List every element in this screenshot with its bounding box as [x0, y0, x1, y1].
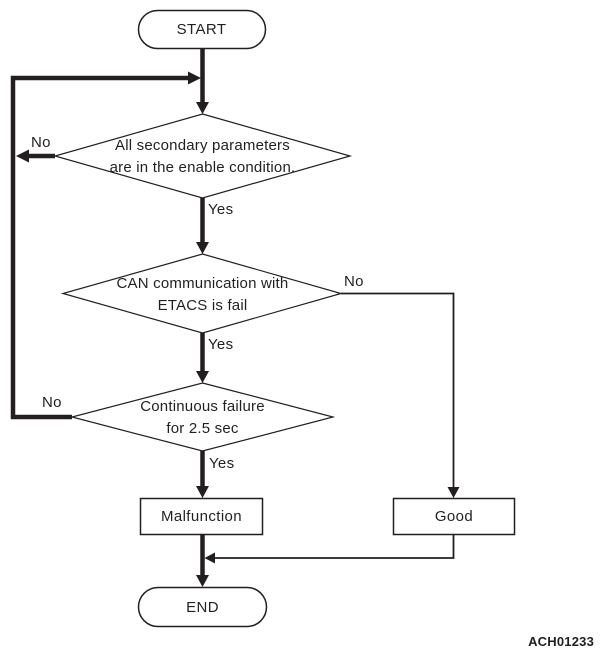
end-node-shape — [137, 586, 268, 628]
arrowhead-into-decision1 — [196, 102, 209, 114]
good-label: Good — [434, 508, 474, 525]
arrowhead-into-end — [196, 575, 209, 587]
decision-secondary-line2: are in the enable condition. — [109, 158, 296, 176]
arrowhead-into-malfunction — [196, 486, 209, 498]
start-label: START — [176, 20, 227, 38]
branch-label-no-decision2: No — [344, 273, 364, 290]
decision-can-line1: CAN communication with — [116, 275, 289, 292]
malfunction-node-shape — [139, 497, 264, 536]
decision-can-text: CAN communication with ETACS is fail — [57, 273, 348, 316]
good-node-shape — [392, 497, 516, 536]
good-to-end-junction-line — [214, 535, 455, 559]
decision-continuous-text: Continuous failure for 2.5 sec — [57, 396, 348, 439]
start-node-shape — [137, 9, 267, 50]
arrow-no-decision2-line — [341, 292, 455, 488]
arrowhead-good-junction-left — [204, 552, 215, 564]
decision-secondary-text: All secondary parameters are in the enab… — [57, 135, 348, 178]
branch-label-yes-decision1: Yes — [208, 201, 234, 218]
branch-label-no-decision1: No — [31, 134, 51, 151]
arrowhead-into-decision3 — [196, 371, 209, 383]
decision-continuous-line2: for 2.5 sec — [166, 419, 239, 437]
decision-secondary-shape — [52, 113, 353, 199]
arrowhead-no1-left — [16, 149, 29, 163]
branch-label-no-decision3: No — [42, 394, 62, 411]
branch-label-yes-decision2: Yes — [208, 336, 234, 353]
arrowhead-into-decision2 — [196, 242, 209, 254]
decision-continuous-shape — [69, 382, 336, 452]
malfunction-label: Malfunction — [160, 508, 243, 525]
decision-can-shape — [60, 253, 344, 334]
end-label: END — [186, 598, 219, 616]
decision-continuous-line1: Continuous failure — [140, 398, 265, 415]
decision-can-line2: ETACS is fail — [157, 296, 248, 314]
branch-label-yes-decision3: Yes — [209, 455, 235, 472]
arrowhead-feedback-right — [188, 71, 201, 85]
figure-code: ACH01233 — [528, 634, 594, 649]
feedback-no-loop-line — [10, 75, 188, 420]
decision-secondary-line1: All secondary parameters — [115, 137, 290, 154]
arrowhead-into-good — [447, 487, 460, 498]
